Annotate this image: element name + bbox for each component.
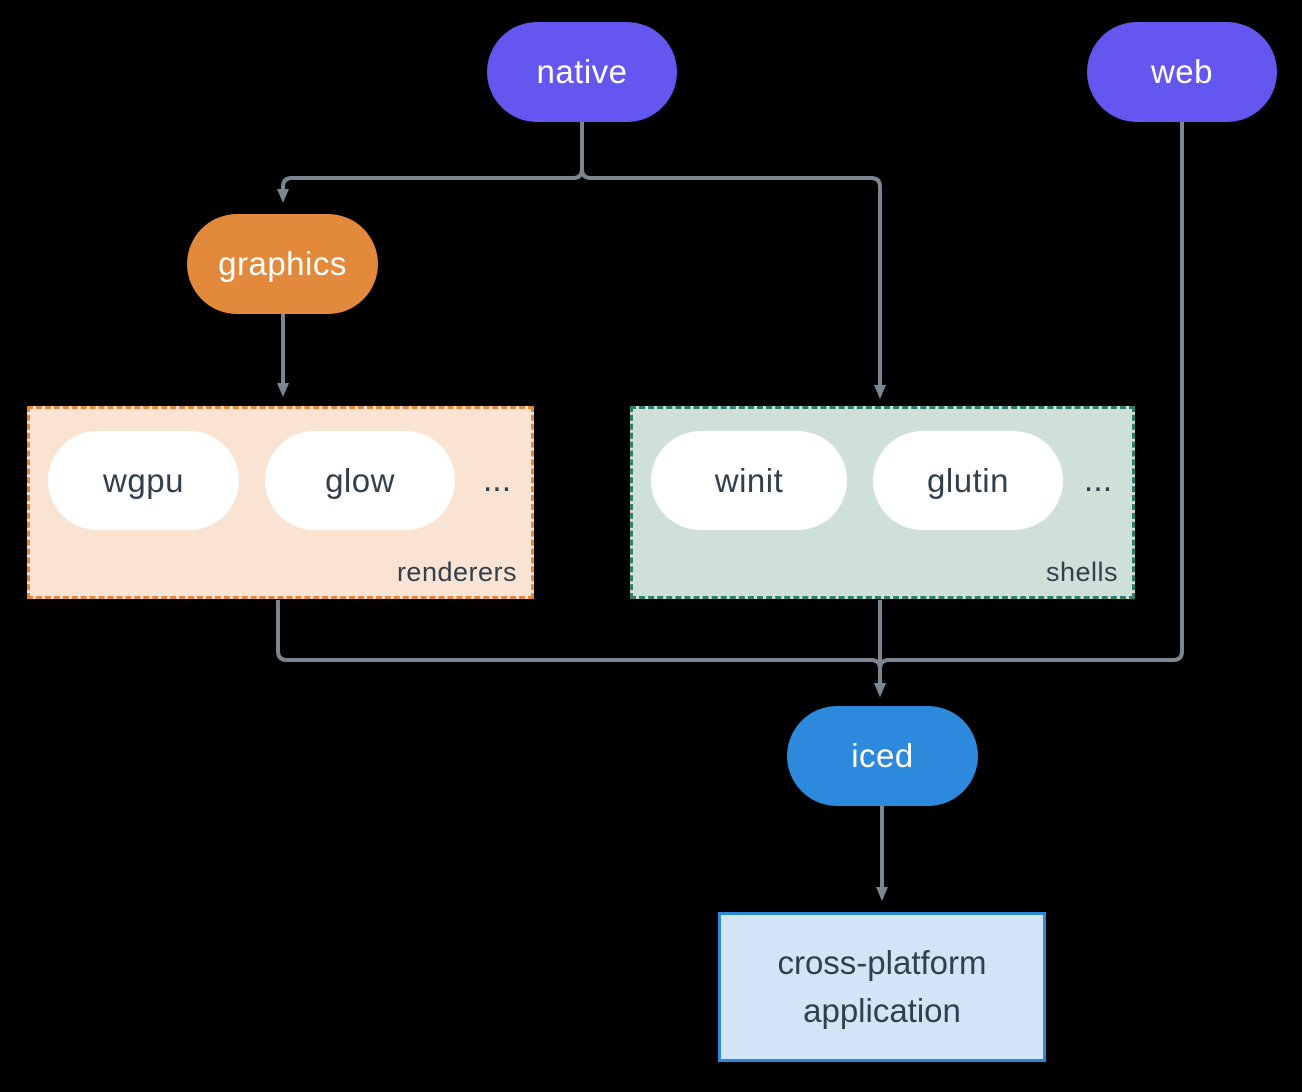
node-cross-platform-application: cross-platform application [718,912,1046,1062]
node-web-label: web [1150,53,1214,90]
node-glutin: glutin [873,431,1063,530]
node-wgpu: wgpu [48,431,239,530]
node-graphics: graphics [187,214,378,314]
group-shells: winit glutin ... shells [630,406,1135,599]
renderers-ellipsis: ... [482,461,512,499]
node-iced-label: iced [851,737,914,774]
node-winit: winit [651,431,847,530]
group-shells-label: shells [1045,557,1118,587]
group-renderers-label: renderers [396,557,517,587]
edge-native-to-shells [580,122,886,399]
node-iced: iced [787,706,978,806]
node-glutin-label: glutin [927,461,1009,499]
shells-ellipsis: ... [1083,461,1113,499]
node-glow-label: glow [325,461,395,499]
node-glow: glow [265,431,455,530]
node-web: web [1087,22,1277,122]
node-winit-label: winit [714,461,784,499]
node-native: native [487,22,677,122]
edge-web-to-iced [874,122,1184,697]
node-app-label: cross-platform application [777,944,987,1029]
edge-renderers-to-iced [276,600,886,697]
node-native-label: native [536,53,628,90]
group-renderers: wgpu glow ... renderers [27,406,534,599]
edge-native-to-graphics [277,122,584,203]
node-graphics-label: graphics [218,245,347,282]
node-wgpu-label: wgpu [103,461,184,499]
